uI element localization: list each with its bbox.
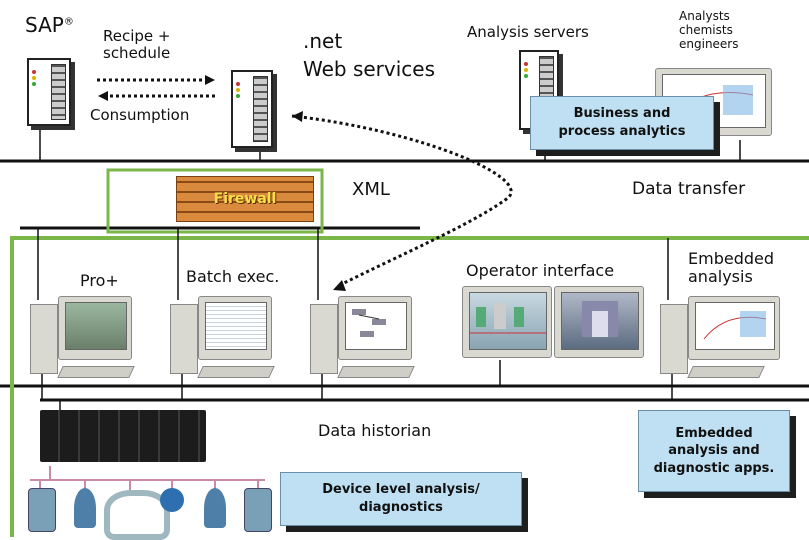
web-services-server-icon: [231, 70, 273, 148]
transmitter-icon: [74, 488, 96, 528]
plant-zone-border: [10, 236, 809, 537]
analysts-label: Analysts chemists engineers: [679, 9, 739, 51]
firewall-zone: [106, 168, 324, 234]
xml-arrow: [291, 114, 513, 287]
sensor-icon: [160, 488, 184, 512]
transmitter-icon: [204, 488, 226, 528]
valve-icon: [28, 488, 56, 532]
batch-exec-label: Batch exec.: [186, 267, 280, 286]
analysis-servers-label: Analysis servers: [467, 23, 589, 41]
net-label: .net: [303, 29, 343, 53]
data-transfer-label: Data transfer: [632, 179, 746, 199]
embedded-analysis-label: Embedded analysis: [688, 249, 775, 287]
xml-label: XML: [352, 179, 390, 200]
embedded-diagnostic-apps-box: Embedded analysis and diagnostic apps.: [638, 410, 790, 492]
io-rack-icon: [40, 410, 206, 462]
pro-plus-label: Pro+: [80, 271, 119, 290]
web-services-label: Web services: [303, 57, 436, 81]
sap-server-icon: [27, 58, 71, 126]
valve-icon: [244, 488, 272, 532]
business-process-analytics-box: Business and process analytics: [530, 96, 714, 150]
sap-label: SAP®: [25, 13, 74, 37]
device-level-diagnostics-box: Device level analysis/ diagnostics: [280, 472, 522, 526]
data-historian-label: Data historian: [318, 421, 432, 440]
consumption-label: Consumption: [90, 106, 190, 124]
operator-interface-label: Operator interface: [466, 261, 615, 280]
recipe-schedule-label: Recipe + schedule: [103, 27, 171, 63]
firewall-icon: Firewall: [176, 176, 314, 222]
